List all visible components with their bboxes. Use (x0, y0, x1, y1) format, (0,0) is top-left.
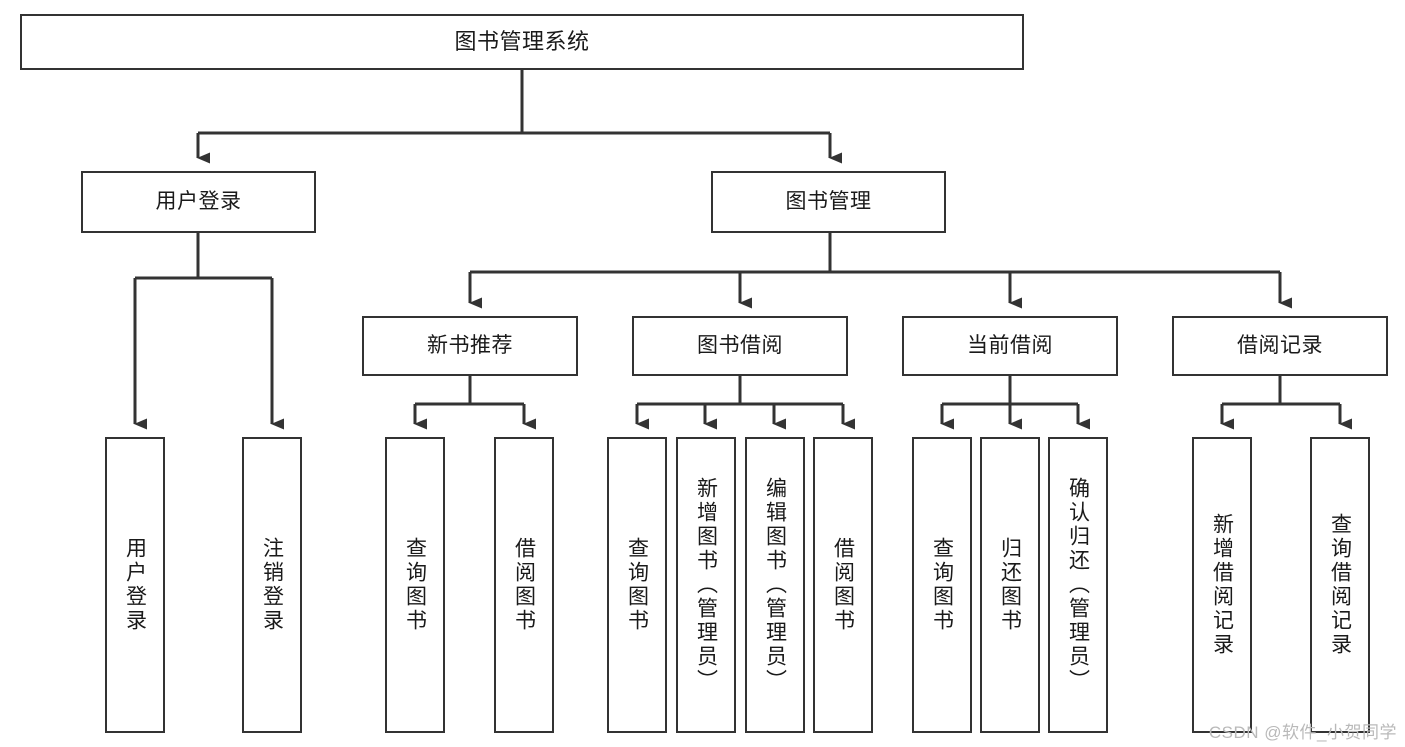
leaf-query-book-recommend[interactable]: 查询图书 (385, 437, 445, 733)
node-label: 借阅图书 (512, 537, 536, 633)
leaf-confirm-return-admin[interactable]: 确认归还（管理员） (1048, 437, 1108, 733)
node-label: 新书推荐 (427, 333, 513, 357)
csdn-watermark: CSDN @软件_小贺同学 (1208, 723, 1397, 742)
node-label: 注销登录 (260, 537, 284, 633)
node-new-book-recommend[interactable]: 新书推荐 (362, 316, 578, 376)
node-label: 编辑图书（管理员） (763, 477, 787, 693)
node-label: 图书管理系统 (454, 29, 590, 55)
node-label: 新增借阅记录 (1210, 513, 1234, 657)
node-book-borrow[interactable]: 图书借阅 (632, 316, 848, 376)
leaf-query-borrow-record[interactable]: 查询借阅记录 (1310, 437, 1370, 733)
node-label: 查询图书 (403, 537, 427, 633)
node-user-login[interactable]: 用户登录 (81, 171, 316, 233)
node-label: 归还图书 (998, 537, 1022, 633)
node-label: 借阅记录 (1237, 333, 1323, 357)
leaf-query-book-borrow[interactable]: 查询图书 (607, 437, 667, 733)
leaf-query-book-current[interactable]: 查询图书 (912, 437, 972, 733)
leaf-borrow-book[interactable]: 借阅图书 (813, 437, 873, 733)
leaf-borrow-book-recommend[interactable]: 借阅图书 (494, 437, 554, 733)
node-current-borrow[interactable]: 当前借阅 (902, 316, 1118, 376)
node-label: 图书管理 (785, 189, 872, 213)
node-label: 用户登录 (155, 189, 242, 213)
node-label: 借阅图书 (831, 537, 855, 633)
leaf-return-book[interactable]: 归还图书 (980, 437, 1040, 733)
node-book-management[interactable]: 图书管理 (711, 171, 946, 233)
leaf-add-borrow-record[interactable]: 新增借阅记录 (1192, 437, 1252, 733)
node-label: 用户登录 (123, 537, 147, 633)
leaf-add-book-admin[interactable]: 新增图书（管理员） (676, 437, 736, 733)
node-label: 图书借阅 (697, 333, 783, 357)
node-label: 当前借阅 (967, 333, 1053, 357)
node-label: 查询图书 (930, 537, 954, 633)
leaf-user-login[interactable]: 用户登录 (105, 437, 165, 733)
node-label: 查询借阅记录 (1328, 513, 1352, 657)
node-root-system[interactable]: 图书管理系统 (20, 14, 1024, 70)
node-label: 查询图书 (625, 537, 649, 633)
node-label: 新增图书（管理员） (694, 477, 718, 693)
node-borrow-records[interactable]: 借阅记录 (1172, 316, 1388, 376)
leaf-edit-book-admin[interactable]: 编辑图书（管理员） (745, 437, 805, 733)
leaf-logout[interactable]: 注销登录 (242, 437, 302, 733)
node-label: 确认归还（管理员） (1066, 477, 1090, 693)
